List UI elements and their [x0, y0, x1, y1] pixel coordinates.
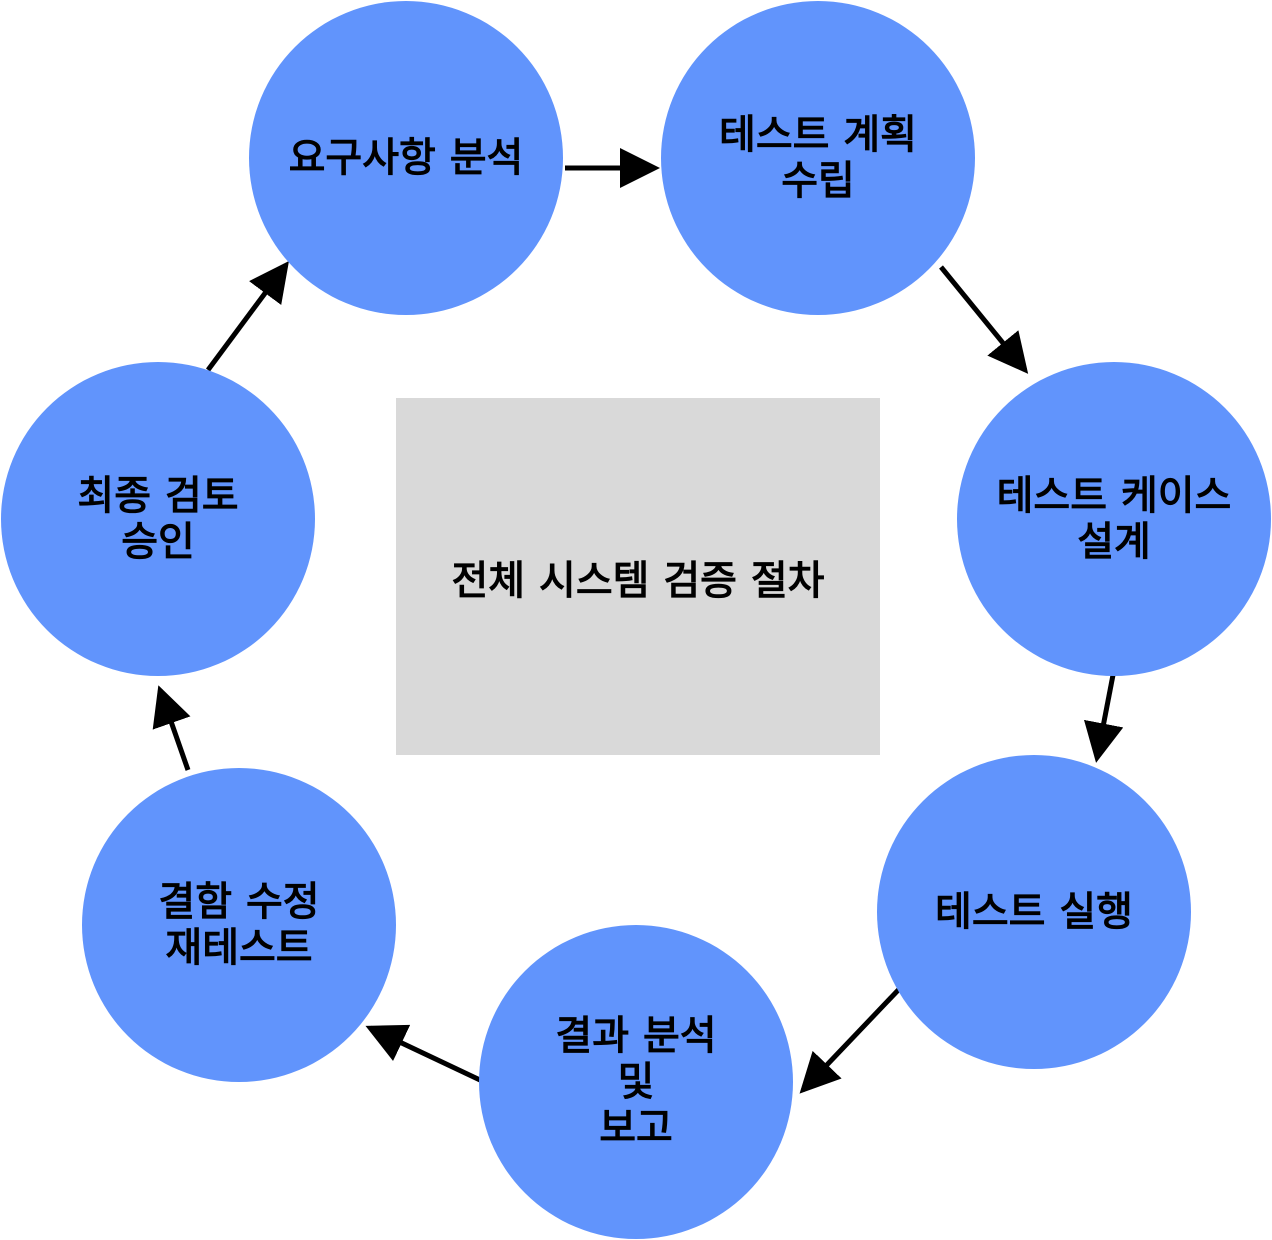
- step-label: 재테스트: [165, 925, 313, 971]
- step-label: 및: [617, 1059, 655, 1105]
- step-test-planning: 테스트 계획 수립: [661, 1, 975, 315]
- step-test-case-design: 테스트 케이스 설계: [957, 362, 1271, 676]
- step-label: 설계: [1077, 519, 1151, 565]
- arrow-7-to-1: [205, 260, 289, 372]
- step-label: 테스트 케이스: [996, 473, 1232, 519]
- step-defect-fix-retest: 결함 수정 재테스트: [82, 768, 396, 1082]
- step-result-analysis-report: 결과 분석 및 보고: [479, 925, 793, 1239]
- step-final-review-approval: 최종 검토 승인: [1, 362, 315, 676]
- step-test-execution: 테스트 실행: [877, 755, 1191, 1069]
- center-title-box: 전체 시스템 검증 절차: [396, 398, 880, 755]
- center-title: 전체 시스템 검증 절차: [451, 557, 825, 604]
- step-label: 수립: [781, 158, 855, 204]
- step-label: 최종 검토: [77, 473, 239, 519]
- step-label: 승인: [121, 519, 195, 565]
- step-label: 보고: [599, 1105, 673, 1151]
- step-label: 결함 수정: [158, 879, 320, 925]
- step-requirements-analysis: 요구사항 분석: [249, 1, 563, 315]
- arrow-2-to-3: [939, 265, 1029, 374]
- step-label: 테스트 실행: [935, 889, 1133, 935]
- step-label: 요구사항 분석: [288, 135, 524, 181]
- step-label: 테스트 계획: [719, 112, 917, 158]
- arrow-5-to-6: [365, 1024, 482, 1083]
- arrow-6-to-7: [152, 685, 191, 771]
- arrow-3-to-4: [1083, 674, 1124, 763]
- arrow-4-to-5: [799, 983, 905, 1094]
- step-label: 결과 분석: [555, 1013, 717, 1059]
